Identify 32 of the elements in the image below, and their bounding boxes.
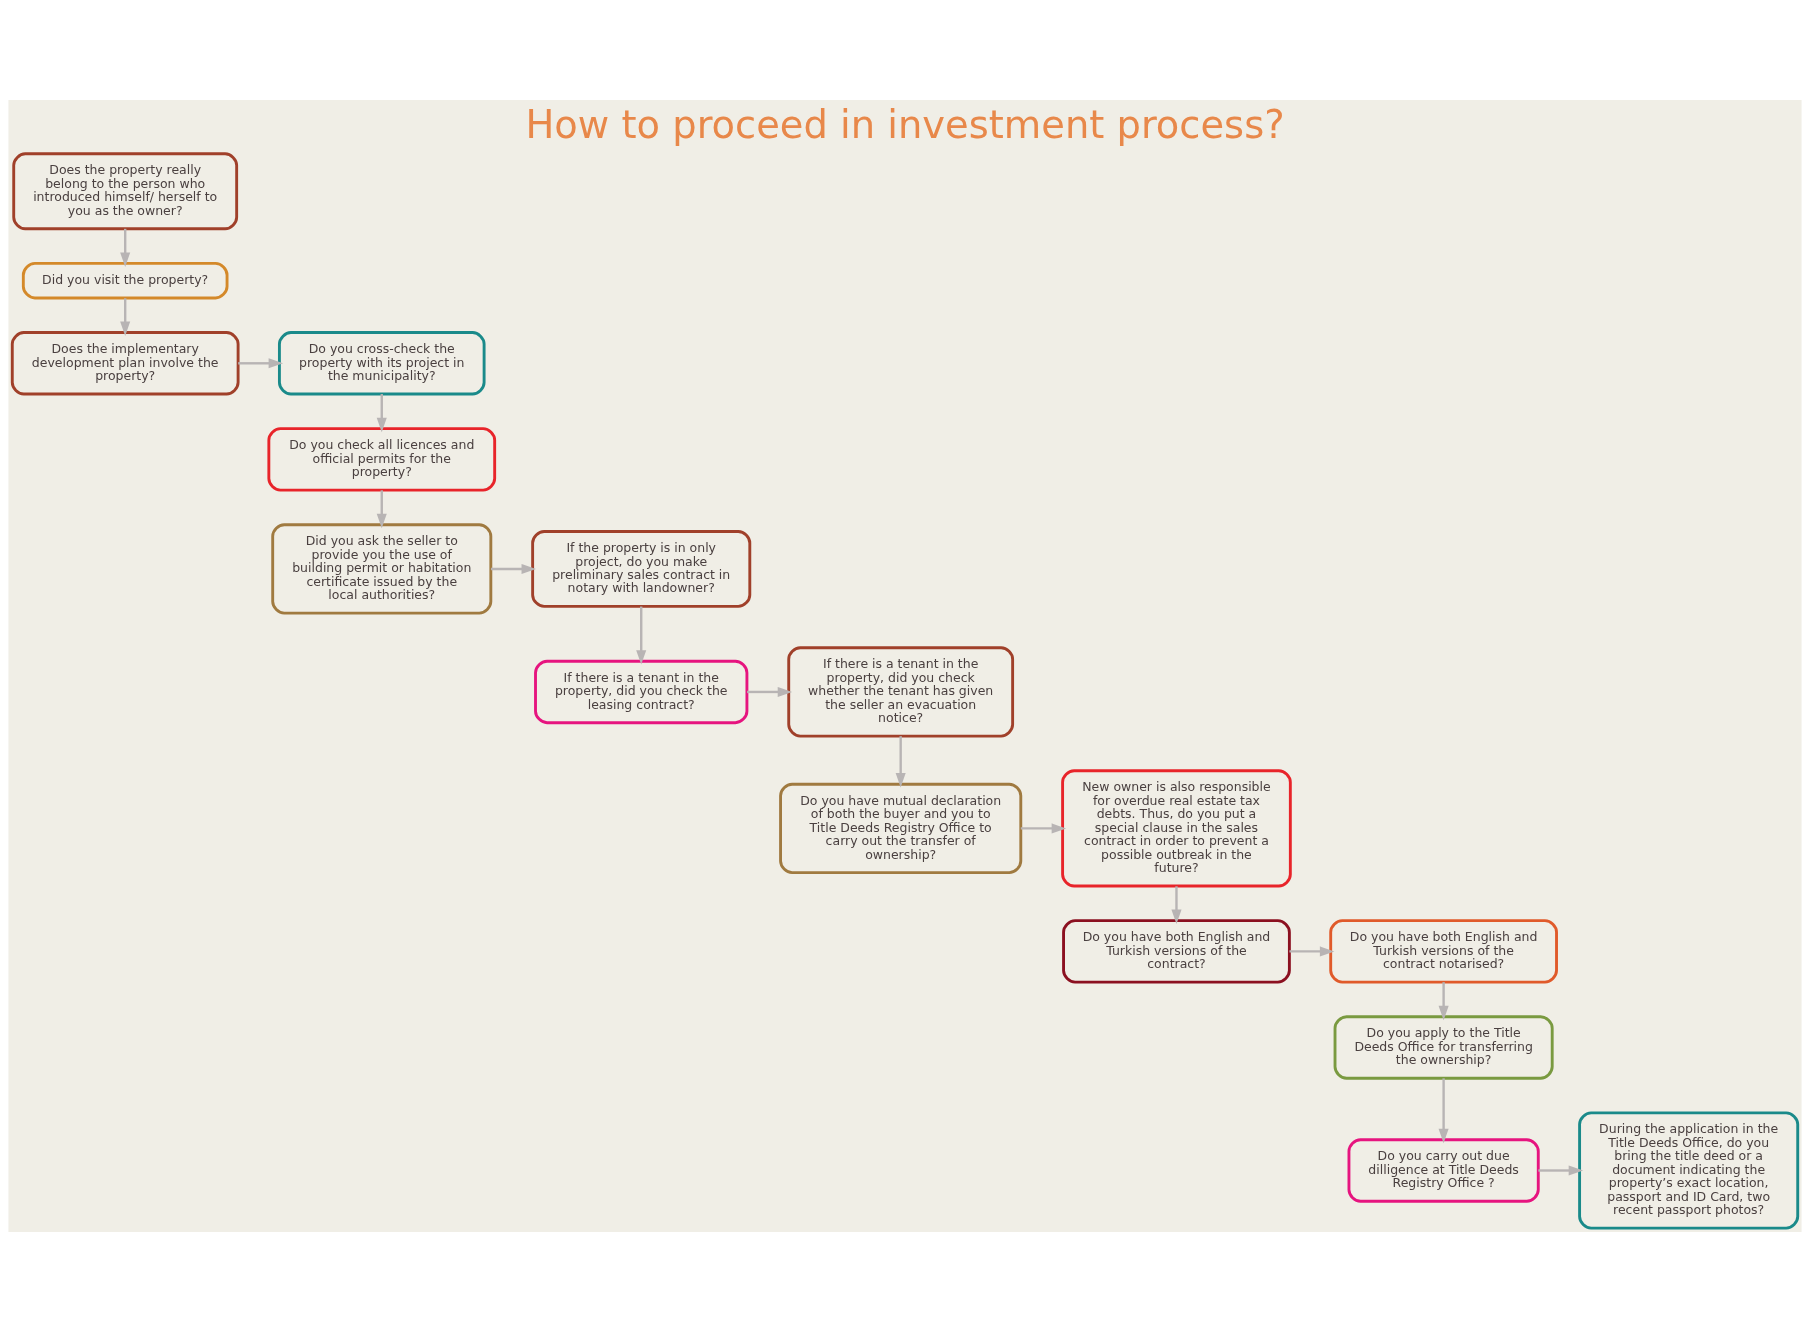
- node-box: If the property is in only project, do you make preliminary sales contract in notary with landowner?: [531, 529, 752, 608]
- node-box: During the application in the Title Deeds Office, do you bring the title deed or a document indicating the property’s exact location, passport and ID Card, two recent passport photos?: [1578, 1110, 1800, 1230]
- arrow: [376, 393, 387, 432]
- node-box: If there is a tenant in the property, did you check whether the tenant has given the seller an evacuation notice?: [787, 645, 1015, 738]
- node-box: Do you apply to the Title Deeds Office for transferring the ownership?: [1333, 1014, 1554, 1080]
- node-box: Do you carry out due dilligence at Title Deeds Registry Office ?: [1347, 1137, 1540, 1203]
- arrow: [120, 228, 131, 267]
- node-box: Do you have both English and Turkish versions of the contract notarised?: [1329, 918, 1558, 984]
- node-box: Does the implementary development plan involve the property?: [10, 330, 240, 395]
- arrow: [1438, 1077, 1449, 1143]
- arrow: [636, 606, 647, 665]
- arrow: [747, 686, 793, 697]
- arrow: [895, 735, 906, 787]
- node-box: Do you check all licences and official permits for the property?: [267, 426, 497, 492]
- node-box: Did you visit the property?: [21, 261, 229, 299]
- node-box: Does the property really belong to the person who introduced himself/ herself to you as the owner?: [12, 151, 239, 230]
- node-box: Do you have mutual declaration of both the buyer and you to Title Deeds Registry Office to carry out the transfer of ownership?: [779, 782, 1023, 874]
- arrow: [120, 297, 131, 336]
- arrow: [1020, 822, 1067, 833]
- arrow: [1289, 945, 1335, 956]
- node-box: New owner is also responsible for overdue real estate tax debts. Thus, do you put a special clause in the sales contract in order to prevent a possible outbreak in the future?: [1061, 768, 1292, 887]
- arrow: [376, 489, 387, 528]
- arrow: [238, 357, 284, 368]
- node-box: Do you have both English and Turkish versions of the contract?: [1062, 918, 1291, 984]
- arrow: [1438, 981, 1449, 1020]
- node-box: Do you cross-check the property with its project in the municipality?: [278, 330, 486, 395]
- arrow: [1171, 885, 1182, 924]
- arrow: [490, 563, 536, 574]
- node-box: If there is a tenant in the property, did you check the leasing contract?: [534, 659, 749, 724]
- diagram-title: How to proceed in investment process?: [525, 101, 1285, 147]
- arrow: [1538, 1164, 1584, 1176]
- node-box: Did you ask the seller to provide you the use of building permit or habitation certificate issued by the local authorities?: [271, 522, 493, 615]
